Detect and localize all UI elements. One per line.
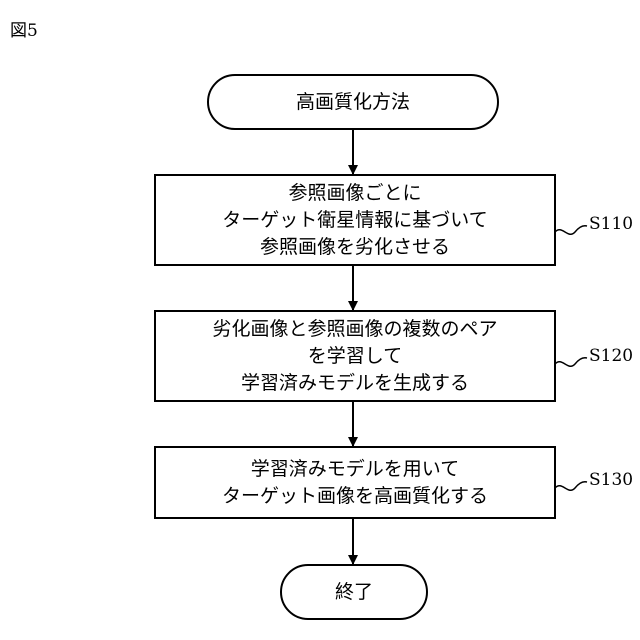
step-s120-line-3: 学習済みモデルを生成する <box>241 370 469 397</box>
end-label-text: 終了 <box>335 579 373 606</box>
step-s110-line-3: 参照画像を劣化させる <box>260 234 450 261</box>
step-s130-line-1: 学習済みモデルを用いて <box>251 456 459 483</box>
step-id-s120: S120 <box>589 346 633 366</box>
step-s130-text: 学習済みモデルを用いて ターゲット画像を高画質化する <box>155 447 555 518</box>
leader-line-s110 <box>555 226 587 235</box>
step-s110-line-2: ターゲット衛星情報に基づいて <box>222 207 487 234</box>
start-label: 高画質化方法 <box>208 75 498 129</box>
end-label: 終了 <box>281 565 427 619</box>
step-id-s130: S130 <box>589 470 633 490</box>
leader-line-s120 <box>555 358 587 367</box>
step-s120-line-2: を学習して <box>308 343 402 370</box>
step-s110-text: 参照画像ごとに ターゲット衛星情報に基づいて 参照画像を劣化させる <box>155 175 555 265</box>
start-label-text: 高画質化方法 <box>296 89 410 116</box>
step-s120-text: 劣化画像と参照画像の複数のペア を学習して 学習済みモデルを生成する <box>155 311 555 401</box>
step-id-s110: S110 <box>589 214 633 234</box>
leader-line-s130 <box>555 482 587 491</box>
step-s130-line-2: ターゲット画像を高画質化する <box>222 483 488 510</box>
step-s120-line-1: 劣化画像と参照画像の複数のペア <box>212 316 497 343</box>
step-s110-line-1: 参照画像ごとに <box>288 180 421 207</box>
